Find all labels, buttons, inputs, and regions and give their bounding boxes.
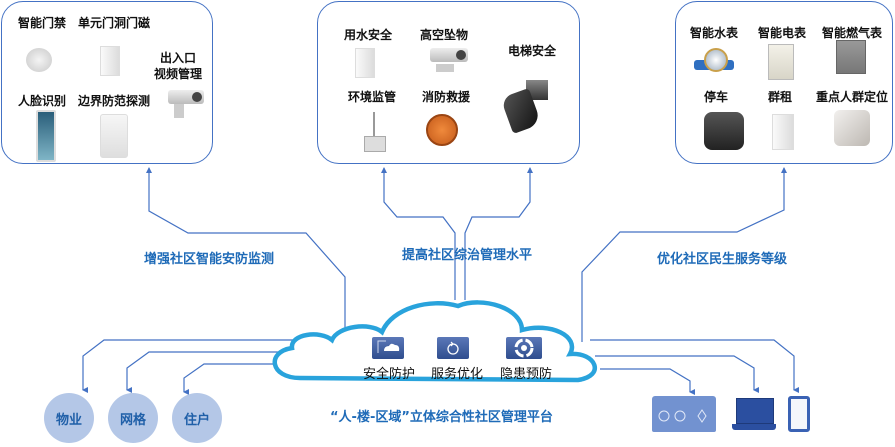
door-sensor-icon [100, 46, 120, 76]
elevator-camera-icon [500, 80, 550, 134]
line-to-security [146, 167, 346, 342]
device-label: 消防救援 [422, 90, 471, 104]
line-to-zhuhu [183, 363, 280, 395]
device-label-line1: 出入口 [160, 51, 197, 65]
service-label: 隐患预防 [500, 367, 553, 382]
device-label: 单元门洞门磁 [78, 16, 151, 30]
infrared-detector-icon [100, 114, 128, 158]
goal-livelihood: 优化社区民生服务等级 [657, 252, 788, 267]
device-label: 电梯安全 [508, 44, 557, 58]
platform-cloud [272, 300, 597, 383]
device-label: 高空坠物 [420, 28, 469, 42]
line-to-livelihood [581, 167, 787, 342]
electric-meter-icon [768, 44, 794, 80]
user-residents[interactable]: 住户 [172, 393, 222, 443]
device-label: 智能门禁 [18, 16, 67, 30]
cctv-camera-icon [168, 90, 206, 120]
gas-meter-icon [836, 40, 866, 74]
refresh-icon [437, 337, 469, 359]
goal-governance: 提高社区综治管理水平 [402, 248, 533, 263]
line-to-governance-left [381, 167, 456, 300]
cloud-icon [372, 337, 404, 359]
user-property-management[interactable]: 物业 [44, 393, 94, 443]
water-sensor-icon [355, 48, 375, 78]
door-sensor-icon [772, 114, 794, 150]
cctv-camera-icon [430, 48, 470, 76]
device-label: 用水安全 [344, 28, 393, 42]
laptop-icon[interactable] [732, 398, 776, 432]
parking-sensor-icon [704, 112, 744, 150]
tablet-icon[interactable] [788, 396, 810, 432]
security-devices-box: 智能门禁 单元门洞门磁 出入口视频管理 人脸识别 边界防范探测 [1, 1, 213, 164]
device-label: 重点人群定位 [816, 90, 889, 104]
line-to-laptop [595, 355, 759, 393]
dashboard-screen-icon[interactable] [652, 396, 716, 432]
device-label: 智能水表 [690, 26, 739, 40]
face-recognition-terminal-icon [36, 110, 56, 162]
device-label-line2: 视频管理 [154, 67, 203, 81]
device-label: 智能燃气表 [822, 26, 883, 40]
people-cycle-icon [506, 337, 542, 359]
locator-device-icon [834, 110, 870, 146]
gas-detector-icon [426, 114, 458, 146]
line-to-screen [600, 368, 695, 395]
service-label: 服务优化 [431, 367, 484, 382]
device-label: 边界防范探测 [78, 94, 151, 108]
device-label: 群租 [768, 90, 793, 104]
line-to-tablet [590, 339, 799, 393]
smoke-detector-icon [26, 48, 52, 72]
environment-monitor-icon [362, 112, 386, 152]
line-to-wuye [82, 339, 300, 393]
governance-devices-box: 用水安全 高空坠物 电梯安全 环境监管 消防救援 [317, 1, 580, 164]
water-meter-icon [694, 46, 734, 74]
line-to-governance-right [464, 167, 533, 300]
device-label: 停车 [704, 90, 729, 104]
user-grid-management[interactable]: 网格 [108, 393, 158, 443]
service-label: 安全防护 [363, 367, 416, 382]
device-label: 人脸识别 [18, 94, 67, 108]
device-label: 出入口视频管理 [154, 50, 202, 82]
livelihood-devices-box: 智能水表 智能电表 智能燃气表 停车 群租 重点人群定位 [675, 1, 893, 164]
goal-security: 增强社区智能安防监测 [144, 252, 275, 267]
platform-title: “人-楼-区域”立体综合性社区管理平台 [330, 410, 553, 425]
device-label: 环境监管 [348, 90, 397, 104]
line-to-wangge [126, 351, 290, 393]
device-label: 智能电表 [758, 26, 807, 40]
